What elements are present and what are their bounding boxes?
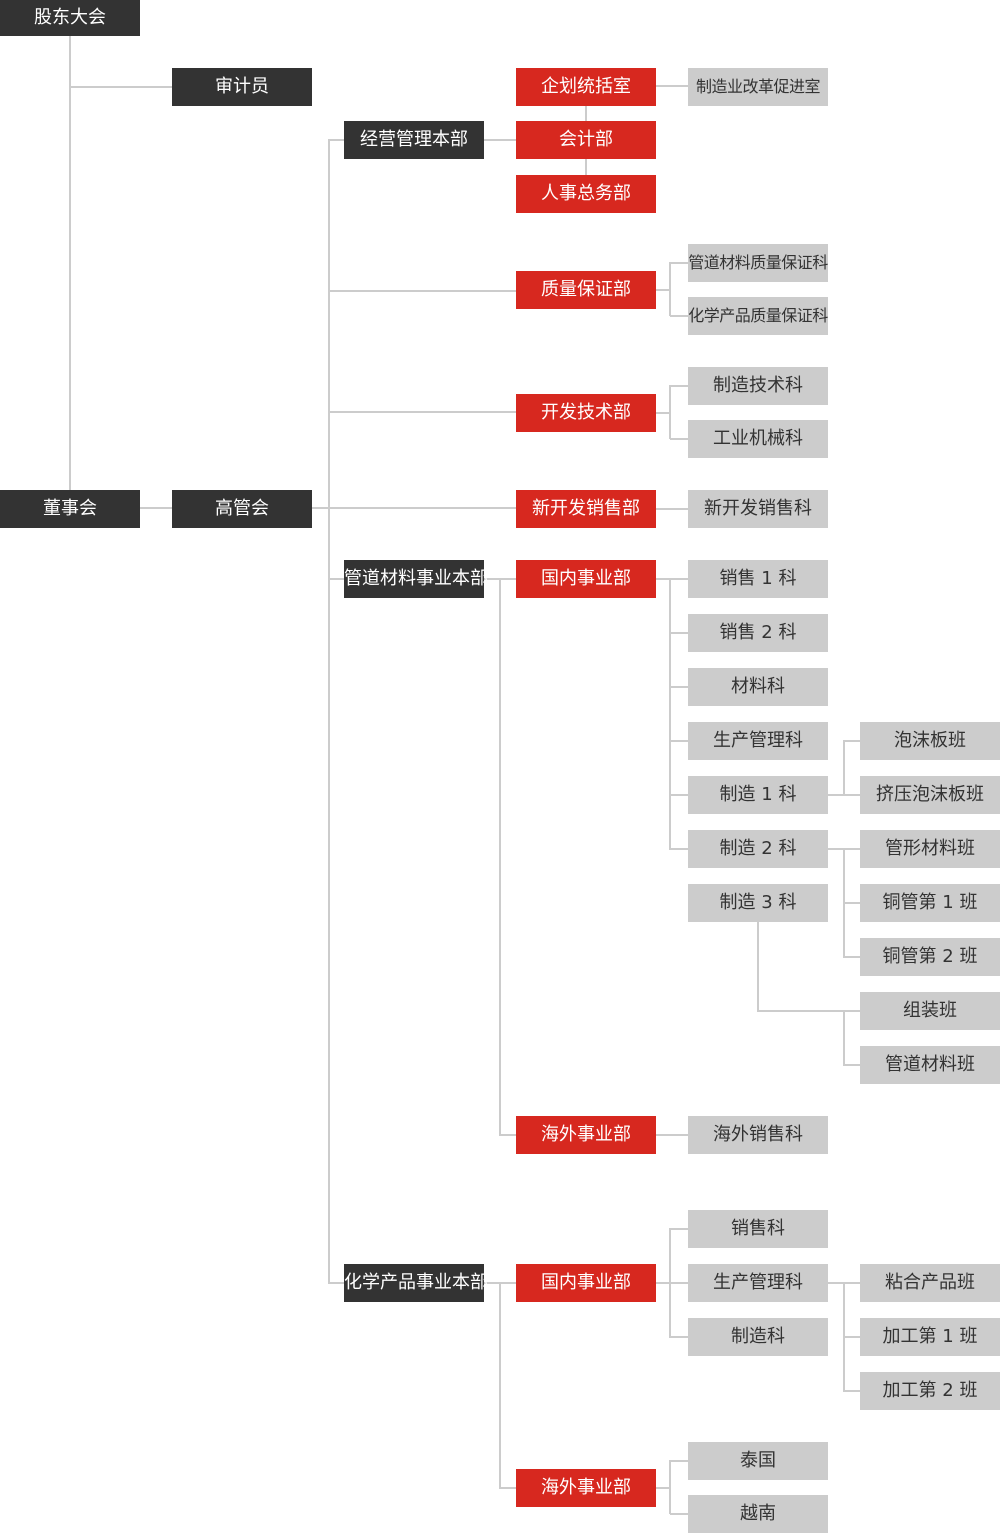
connector-line: [499, 1282, 501, 1488]
connector-line: [844, 1336, 860, 1338]
node-accounting: 会计部: [516, 121, 656, 159]
node-pipe-domestic: 国内事业部: [516, 560, 656, 598]
connector-line: [670, 262, 688, 264]
connector-line: [669, 1460, 671, 1514]
connector-line: [656, 85, 688, 87]
connector-line: [328, 411, 516, 413]
connector-line: [670, 1513, 688, 1515]
node-pipe-team: 管形材料班: [860, 830, 1000, 868]
node-quality-dept: 质量保证部: [516, 271, 656, 309]
connector-line: [828, 794, 860, 796]
node-shareholders-meeting: 股东大会: [0, 0, 140, 36]
node-pipe-hq: 管道材料事业本部: [344, 560, 488, 598]
connector-line: [670, 385, 688, 387]
node-chem-team: 加工第 1 班: [860, 1318, 1000, 1356]
node-pipe-team: 挤压泡沫板班: [860, 776, 1000, 814]
connector-line: [757, 922, 759, 1012]
connector-line: [844, 902, 860, 904]
connector-line: [670, 848, 688, 850]
node-chem-domestic: 国内事业部: [516, 1264, 656, 1302]
node-chem-hq: 化学产品事业本部: [344, 1264, 488, 1302]
connector-line: [669, 262, 671, 316]
connector-line: [669, 1228, 671, 1338]
node-board: 董事会: [0, 490, 140, 528]
node-executive-committee: 高管会: [172, 490, 312, 528]
node-pipe-team: 管道材料班: [860, 1046, 1000, 1084]
connector-line: [843, 1010, 845, 1066]
connector-line: [69, 36, 71, 490]
connector-line: [670, 1228, 688, 1230]
connector-line: [656, 412, 670, 414]
node-quality-sub: 化学产品质量保证科: [688, 297, 828, 335]
node-reform-office: 制造业改革促进室: [688, 68, 828, 106]
node-pipe-section: 制造 1 科: [688, 776, 828, 814]
connector-line: [757, 1010, 860, 1012]
node-quality-sub: 管道材料质量保证科: [688, 244, 828, 282]
node-chem-overseas: 海外事业部: [516, 1469, 656, 1507]
node-pipe-section: 制造 2 科: [688, 830, 828, 868]
node-chem-section: 销售科: [688, 1210, 828, 1248]
node-pipe-section: 生产管理科: [688, 722, 828, 760]
connector-line: [670, 740, 688, 742]
connector-line: [499, 1134, 516, 1136]
node-pipe-section: 材料科: [688, 668, 828, 706]
node-pipe-overseas: 海外事业部: [516, 1116, 656, 1154]
connector-line: [656, 1282, 688, 1284]
node-new-sales-dept: 新开发销售部: [516, 490, 656, 528]
node-chem-section: 生产管理科: [688, 1264, 828, 1302]
node-chem-team: 粘合产品班: [860, 1264, 1000, 1302]
connector-line: [843, 740, 845, 796]
connector-line: [670, 686, 688, 688]
node-pipe-team: 组装班: [860, 992, 1000, 1030]
connector-line: [844, 1390, 860, 1392]
node-dev-sub: 制造技术科: [688, 367, 828, 405]
node-pipe-team: 泡沫板班: [860, 722, 1000, 760]
node-new-sales-sub: 新开发销售科: [688, 490, 828, 528]
connector-line: [328, 139, 344, 141]
connector-line: [499, 1487, 516, 1489]
node-dev-dept: 开发技术部: [516, 394, 656, 432]
connector-line: [656, 1487, 670, 1489]
connector-line: [670, 1460, 688, 1462]
connector-line: [656, 289, 670, 291]
connector-line: [669, 578, 671, 850]
connector-line: [656, 578, 688, 580]
connector-line: [140, 507, 172, 509]
node-pipe-overseas-sub: 海外销售科: [688, 1116, 828, 1154]
connector-line: [670, 632, 688, 634]
connector-line: [312, 507, 516, 509]
connector-line: [670, 794, 688, 796]
node-pipe-section: 销售 1 科: [688, 560, 828, 598]
connector-line: [328, 578, 344, 580]
connector-line: [328, 1282, 344, 1284]
node-pipe-team: 铜管第 2 班: [860, 938, 1000, 976]
node-chem-team: 加工第 2 班: [860, 1372, 1000, 1410]
node-management-hq: 经营管理本部: [344, 121, 484, 159]
connector-line: [670, 438, 688, 440]
connector-line: [499, 578, 501, 1135]
connector-line: [656, 1134, 688, 1136]
connector-line: [844, 1064, 860, 1066]
node-chem-overseas-sub: 泰国: [688, 1442, 828, 1480]
node-planning-office: 企划统括室: [516, 68, 656, 106]
connector-line: [328, 290, 516, 292]
node-pipe-section: 制造 3 科: [688, 884, 828, 922]
node-auditor: 审计员: [172, 68, 312, 106]
connector-line: [328, 140, 330, 1284]
node-pipe-section: 销售 2 科: [688, 614, 828, 652]
connector-line: [669, 385, 671, 439]
connector-line: [844, 956, 860, 958]
connector-line: [670, 1336, 688, 1338]
connector-line: [484, 139, 516, 141]
node-pipe-team: 铜管第 1 班: [860, 884, 1000, 922]
node-chem-overseas-sub: 越南: [688, 1495, 828, 1533]
connector-line: [656, 508, 688, 510]
node-dev-sub: 工业机械科: [688, 420, 828, 458]
node-chem-section: 制造科: [688, 1318, 828, 1356]
connector-line: [70, 86, 172, 88]
connector-line: [844, 740, 860, 742]
connector-line: [670, 315, 688, 317]
node-hr: 人事总务部: [516, 175, 656, 213]
